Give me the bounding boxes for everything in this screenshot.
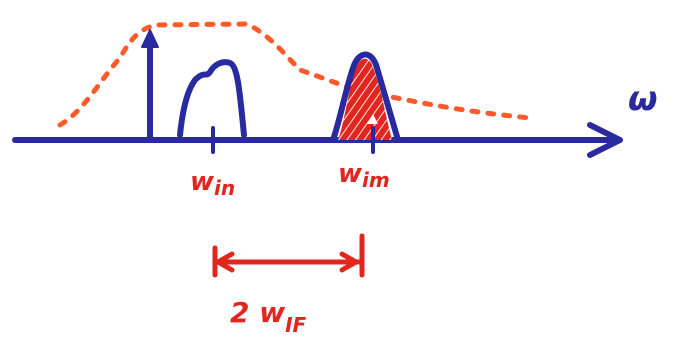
axis-arrow-icon xyxy=(587,122,623,158)
axis-omega-label: ω xyxy=(628,79,658,119)
label-w-in: win xyxy=(190,167,235,200)
desired-signal-band xyxy=(177,59,247,138)
image-signal-band xyxy=(330,51,401,143)
if-span-left-arrow-icon xyxy=(215,251,235,273)
lo-arrow-head-icon xyxy=(141,29,159,48)
image-signal-hatch xyxy=(338,58,392,140)
image-marker-icon xyxy=(367,114,378,124)
label-w-im: wim xyxy=(338,159,390,192)
dashed-filter-response-curve xyxy=(57,21,533,128)
if-span-right-arrow-icon xyxy=(339,251,359,273)
label-2w-if: 2 wIF xyxy=(230,296,307,337)
